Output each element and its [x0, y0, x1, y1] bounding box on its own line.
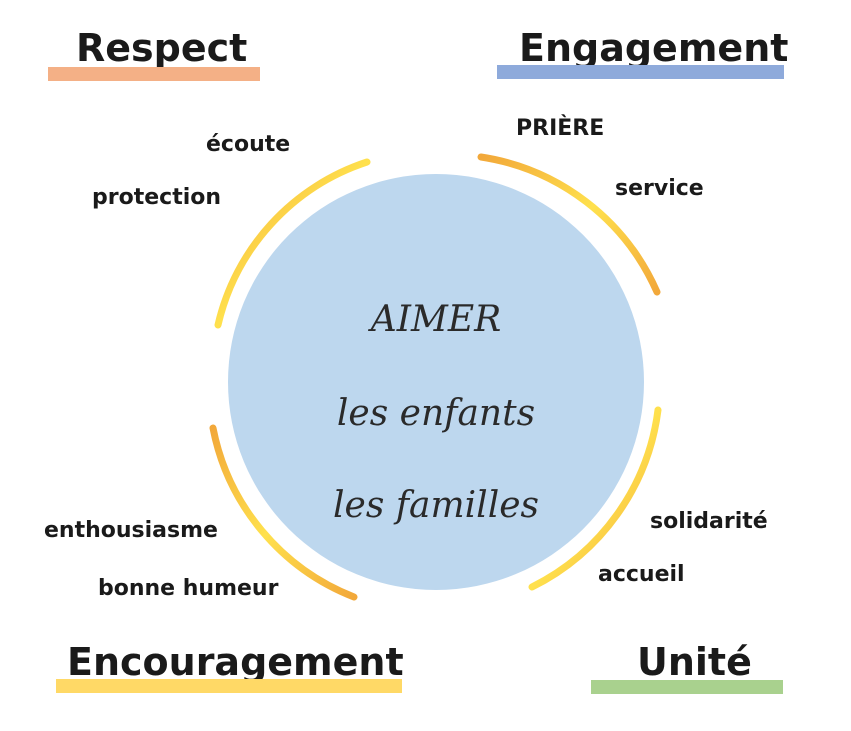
underline-unity [591, 680, 783, 694]
underline-engagement [497, 65, 784, 79]
heading-respect: Respect [76, 26, 248, 70]
word-protection: protection [92, 185, 222, 210]
heading-unity: Unité [637, 640, 752, 684]
word-service: service [615, 176, 704, 201]
center-title: AIMER [370, 299, 502, 340]
heading-encouragement: Encouragement [67, 640, 404, 684]
arc-engagement [477, 153, 661, 296]
word-enthousiasme: enthousiasme [44, 518, 218, 543]
arc-encouragement [209, 424, 358, 601]
center-line-children: les enfants [336, 393, 536, 434]
underline-respect [48, 67, 260, 81]
word-priere: PRIÈRE [516, 116, 605, 141]
center-line-families: les familles [333, 485, 539, 526]
word-accueil: accueil [598, 562, 685, 587]
word-solidarite: solidarité [650, 509, 768, 534]
underline-encouragement [56, 679, 402, 693]
central-circle [228, 174, 644, 590]
word-bonne-humeur: bonne humeur [98, 576, 279, 601]
arc-respect [214, 158, 371, 329]
heading-engagement: Engagement [519, 26, 789, 70]
arc-unity [528, 406, 662, 591]
word-ecoute: écoute [206, 132, 291, 157]
